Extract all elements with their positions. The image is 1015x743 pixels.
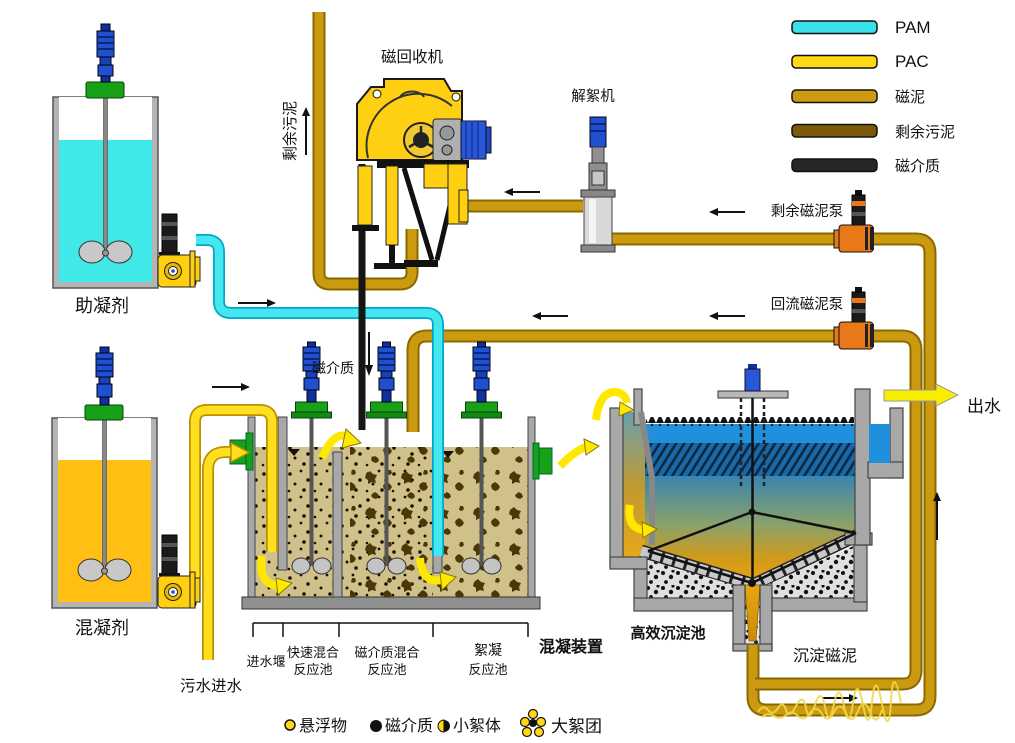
bottom-legend-label-2: 磁介质 (385, 717, 433, 735)
label-surplus-sludge: 剩余污泥 (281, 101, 299, 161)
dosing-pump-1 (157, 213, 201, 288)
label-deflocculator: 解絮机 (571, 88, 615, 105)
label-floc-2: 反应池 (468, 662, 507, 677)
legend-label-media: 磁介质 (895, 158, 940, 175)
label-media-mix-2: 反应池 (367, 662, 406, 677)
machine-motor (460, 120, 492, 160)
pipes (189, 12, 937, 717)
symbol-suspended-solids (284, 719, 296, 731)
basin-base (241, 596, 541, 610)
label-clarifier: 高效沉淀池 (630, 624, 705, 642)
outlet-arrow (883, 383, 960, 407)
legend-label-cini: 磁泥 (895, 89, 925, 106)
clarifier-weir-teeth (646, 417, 854, 426)
basin-mixer-2 (366, 341, 407, 575)
basin-bracket (252, 622, 529, 637)
flow-arrows-yellow (257, 387, 659, 596)
watermark-scribble (757, 681, 902, 723)
label-sewage-inlet: 污水进水 (180, 677, 243, 695)
legend-swatch-pac (791, 54, 878, 69)
machine-outlet-flange (458, 189, 469, 223)
tank1-mixer-motor (96, 23, 115, 83)
sewage-arrowhead (230, 442, 250, 463)
legend-label-pam: PAM (895, 18, 931, 37)
basin-mixer-3 (461, 341, 502, 575)
water-level-mark (442, 451, 454, 458)
basin-baffle-1 (277, 416, 288, 571)
deflocculator (580, 116, 616, 253)
label-outlet: 出水 (967, 397, 1001, 416)
clarifier-inlet-baffle (638, 411, 655, 545)
legend-swatch-cini (791, 89, 878, 104)
label-media-feed: 磁介质 (312, 360, 354, 376)
label-machine: 磁回收机 (381, 48, 444, 66)
label-coagulant-aid: 助凝剂 (75, 296, 129, 316)
label-rapid-mix-1: 快速混合 (287, 645, 339, 660)
legend-label-surplus: 剩余污泥 (895, 123, 955, 141)
return-sludge-pump (833, 287, 874, 350)
label-return-pump: 回流磁泥泵 (771, 296, 844, 313)
label-rapid-mix-2: 反应池 (293, 662, 332, 677)
label-floc-1: 絮凝 (474, 642, 502, 658)
symbol-small-floc (437, 719, 450, 733)
clarifier (609, 364, 904, 652)
bottom-legend-label-3: 小絮体 (453, 717, 501, 735)
machine-stand-bar (377, 160, 469, 168)
legend-swatch-pam (791, 20, 878, 35)
tank2-mixer-mount (84, 404, 124, 421)
legend-label-pac: PAC (895, 52, 929, 71)
legend-swatch-media (791, 158, 878, 173)
label-settled-sludge: 沉淀磁泥 (793, 647, 857, 665)
clarifier-gravel-left (634, 556, 751, 598)
coagulant-tank (51, 346, 158, 609)
diagram-labels: 磁回收机 解絮机 剩余污泥 磁介质 助凝剂 混凝剂 污水进水 剩余磁泥泵 回流磁… (75, 48, 1001, 695)
basin-outlet-flange (532, 442, 553, 480)
symbol-large-floc (519, 708, 547, 738)
legend-swatch-surplus (791, 123, 878, 138)
bottom-legend-label-4: 大絮团 (551, 717, 602, 736)
coagulant-aid-tank (52, 23, 159, 289)
tank1-impeller (78, 240, 133, 264)
water-level-mark (288, 449, 300, 456)
magnetic-recovery-machine (352, 78, 492, 269)
bottom-legend-label-1: 悬浮物 (299, 717, 347, 735)
clarifier-outlet-box-water (869, 424, 890, 463)
symbol-magnetic-media (370, 720, 382, 732)
label-surplus-pump: 剩余磁泥泵 (771, 202, 844, 220)
label-media-mix-1: 磁介质混合 (354, 645, 419, 660)
flow-arrows-black (212, 107, 941, 702)
surplus-sludge-pump (833, 190, 874, 253)
bottom-legend: 悬浮物 磁介质 小絮体 大絮团 (284, 708, 602, 738)
basin-mixer-1 (291, 341, 332, 575)
tank2-mixer-motor (95, 346, 114, 406)
label-inlet-weir: 进水堰 (246, 654, 285, 669)
label-coagulant: 混凝剂 (75, 618, 129, 638)
clarifier-scraper-plates-left (639, 546, 753, 589)
clarifier-gravel-right (755, 540, 867, 598)
clarifier-scraper-plates-right (752, 530, 861, 589)
label-mixing-unit: 混凝装置 (539, 637, 603, 656)
tank2-shaft (102, 419, 107, 567)
basin-baffle-2 (332, 451, 343, 598)
tank1-shaft (103, 97, 108, 249)
clarifier-drive (647, 364, 857, 587)
dosing-pump-2 (157, 534, 201, 609)
tank2-impeller (77, 558, 132, 582)
tank1-mixer-mount (85, 81, 125, 99)
clarifier-water-band (645, 424, 855, 443)
legend: PAM PAC 磁泥 剩余污泥 磁介质 (791, 18, 955, 175)
